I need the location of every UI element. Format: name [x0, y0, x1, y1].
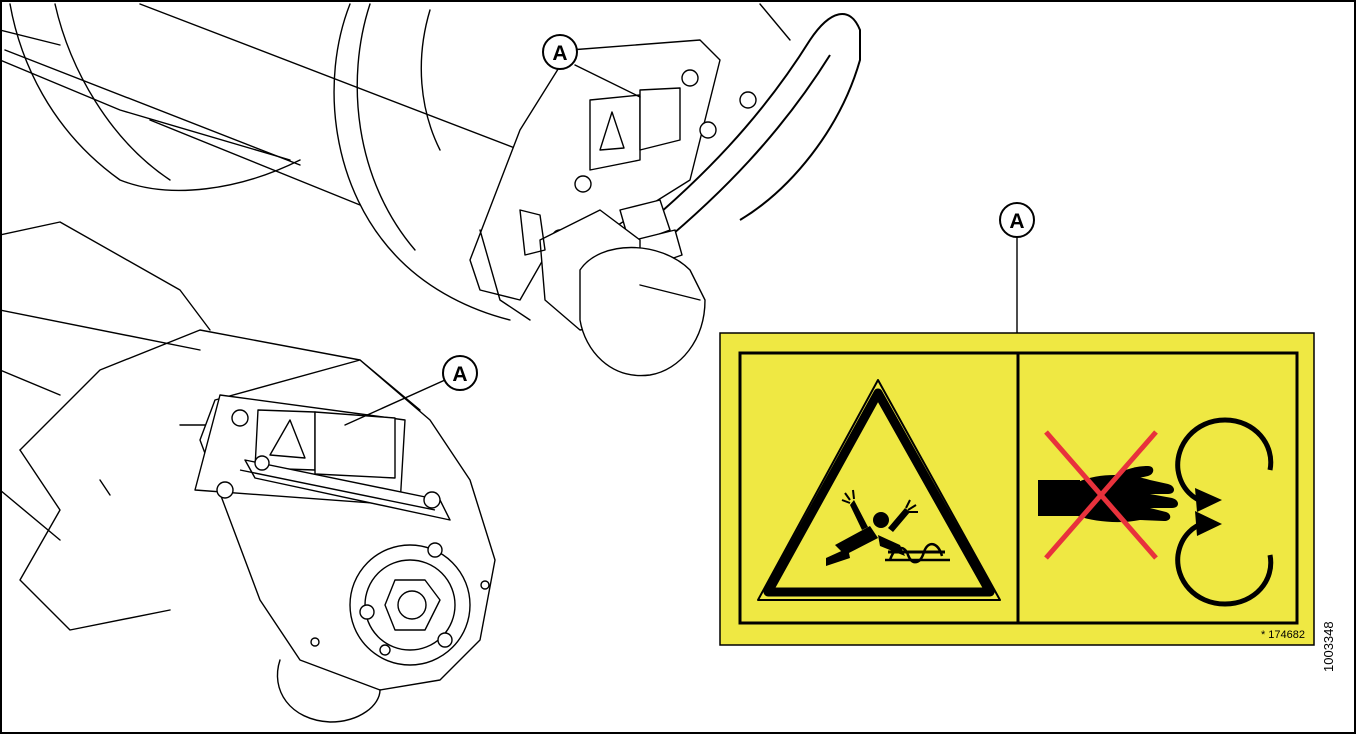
- callout-left: A: [344, 355, 478, 426]
- callout-left-label: A: [452, 363, 467, 386]
- callout-decal-circle: [999, 202, 1035, 238]
- decal-part-number: * 174682: [1261, 629, 1305, 641]
- warning-triangle-icon: [757, 379, 1001, 601]
- figure-number: 1003348: [1321, 621, 1336, 672]
- callout-top-label: A: [552, 42, 567, 65]
- callout-decal-label: A: [1009, 210, 1024, 233]
- callout-top-circle: [542, 34, 578, 70]
- callout-decal: A: [999, 202, 1035, 334]
- safety-decal: * 174682: [719, 332, 1315, 646]
- callout-top: A: [542, 34, 641, 98]
- lower-auger-assembly: [0, 221, 496, 723]
- upper-auger-assembly: [0, 3, 861, 377]
- keep-hands-away-icon: [1038, 417, 1274, 607]
- callout-left-circle: [442, 355, 478, 391]
